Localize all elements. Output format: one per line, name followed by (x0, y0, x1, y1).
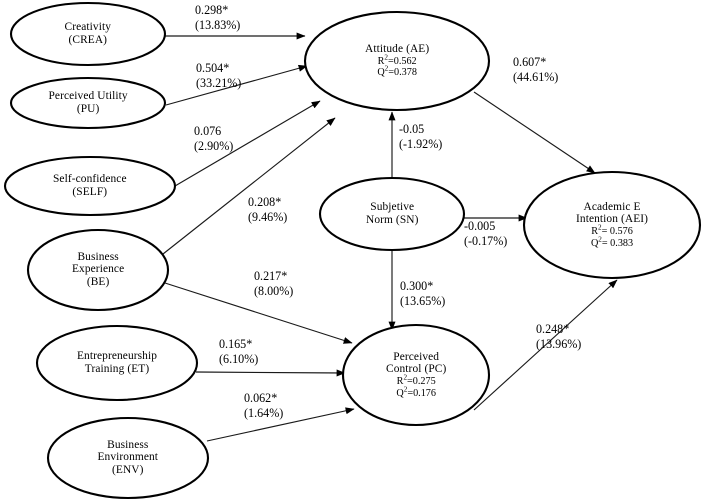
path-attitude-to-intention (473, 91, 596, 174)
path-perceived-utility-to-attitude (165, 64, 308, 106)
nodes-layer (3, 1, 702, 500)
node-creativity[interactable] (9, 1, 167, 67)
node-attitude[interactable] (303, 10, 491, 112)
edges-layer (162, 32, 618, 442)
node-subjective-norm[interactable] (318, 176, 466, 252)
path-business-experience-to-attitude (162, 117, 336, 255)
node-perceived-utility[interactable] (9, 76, 167, 130)
node-academic-entrepreneurial-intention[interactable] (522, 170, 702, 280)
path-business-experience-to-perceived-control (164, 282, 353, 344)
node-business-experience[interactable] (26, 228, 170, 312)
path-self-confidence-to-attitude (174, 100, 321, 187)
path-business-environment-to-perceived-control (206, 407, 355, 442)
node-self-confidence[interactable] (3, 155, 177, 217)
path-entrepreneurship-training-to-perceived-control (195, 369, 346, 377)
node-perceived-control[interactable] (341, 323, 491, 427)
node-business-environment[interactable] (46, 416, 210, 500)
node-entrepreneurship-training[interactable] (35, 324, 199, 402)
path-perceived-control-to-intention (473, 279, 618, 411)
